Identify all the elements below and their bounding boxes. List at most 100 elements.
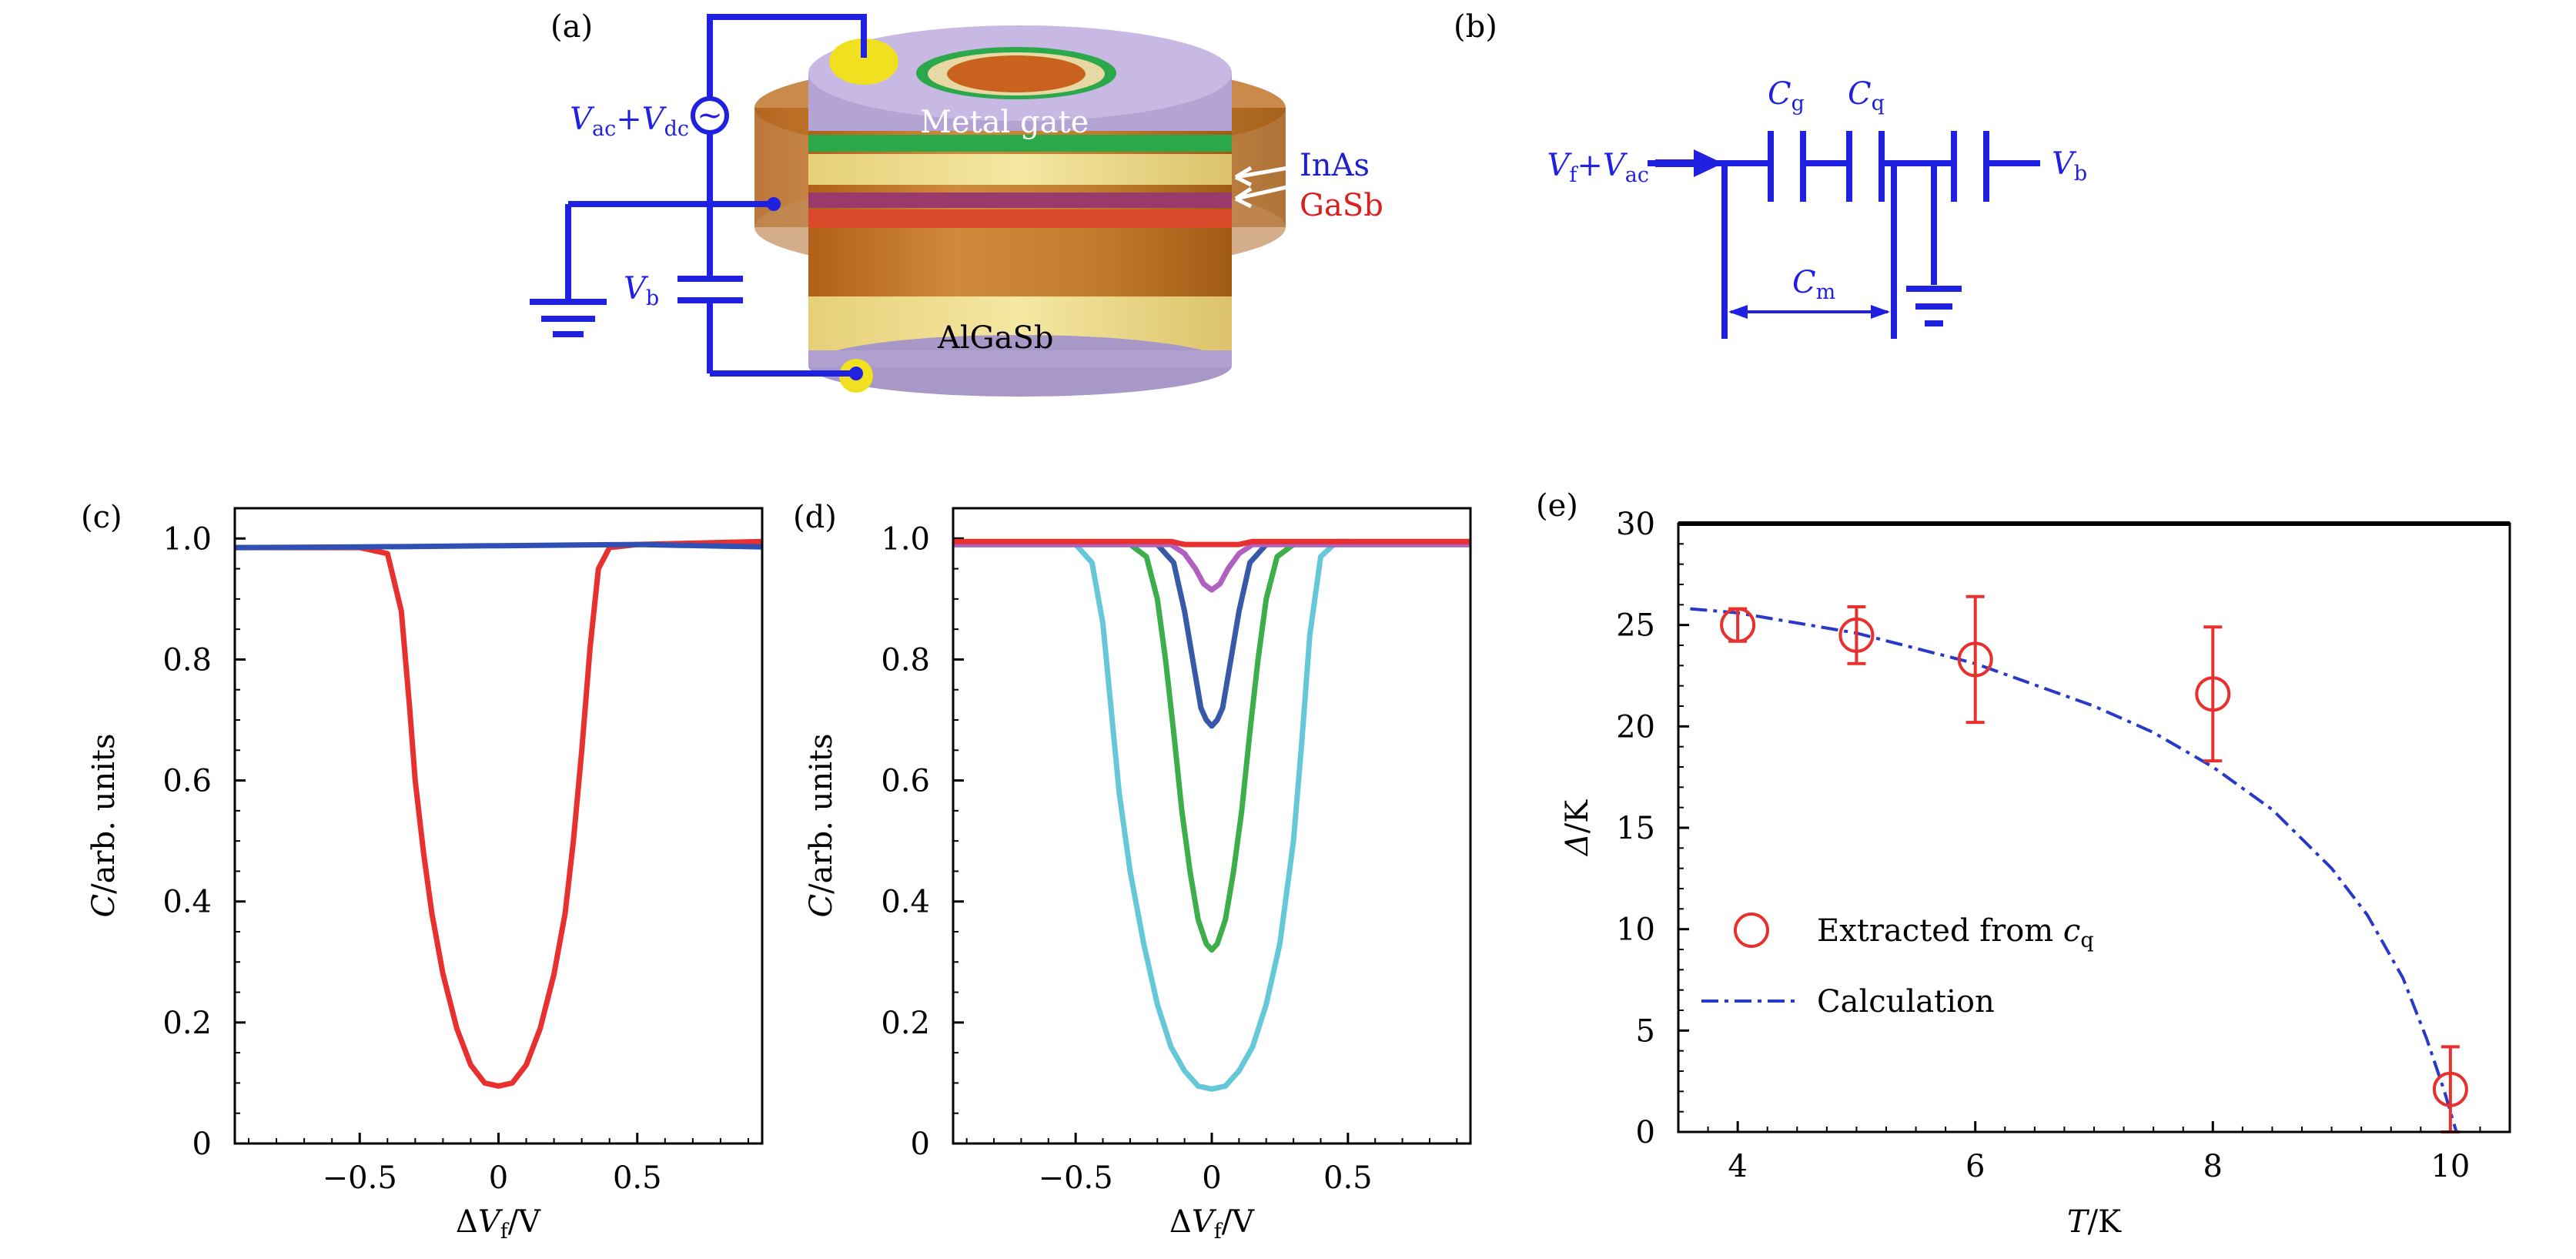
d-ytick-label: 0 bbox=[911, 1127, 930, 1162]
c-ytick-label: 0 bbox=[192, 1127, 212, 1162]
e-ytick-label: 10 bbox=[1616, 912, 1655, 948]
gate-wire-dot bbox=[767, 197, 781, 211]
d-xtick-label: −0.5 bbox=[1039, 1160, 1113, 1196]
output-voltage-label: Vb bbox=[2052, 146, 2087, 186]
d-ytick-label: 0.4 bbox=[881, 885, 930, 920]
d-x-axis-label: ΔVf/V bbox=[1169, 1204, 1255, 1244]
c-y-axis-label: C/arb. units bbox=[86, 733, 122, 917]
panel-b: (b) bbox=[1454, 9, 2087, 339]
bias-voltage-label: Vb bbox=[624, 271, 659, 310]
e-data-point bbox=[1957, 641, 1993, 678]
ground-icon bbox=[530, 299, 607, 337]
e-y-axis-label: Δ/K bbox=[1560, 799, 1595, 857]
e-x-axis-label: T/K bbox=[2067, 1204, 2122, 1240]
ac-source-symbol bbox=[691, 96, 729, 135]
e-xtick-label: 8 bbox=[2203, 1149, 2223, 1184]
d-series-line-1 bbox=[953, 541, 1470, 953]
circuit-ground-icon bbox=[1906, 286, 1962, 326]
c-y-tick-labels: 0 0.2 0.4 0.6 0.8 1.0 bbox=[162, 521, 212, 1162]
e-x-tick-labels: 4 6 8 10 bbox=[1728, 1149, 2470, 1184]
d-y-axis-label: C/arb. units bbox=[804, 733, 839, 917]
d-series-line-0 bbox=[953, 538, 1471, 1092]
cm-dimension-arrow bbox=[1728, 305, 1890, 319]
legend-calculation-label: Calculation bbox=[1817, 984, 1995, 1020]
d-series-line-4 bbox=[953, 538, 1470, 547]
bottom-contact-side bbox=[808, 350, 1232, 367]
circuit-wires bbox=[565, 14, 867, 377]
input-voltage-label: Vf+Vac bbox=[1547, 148, 1649, 187]
c-series-line-0 bbox=[235, 538, 763, 1089]
e-ytick-label: 5 bbox=[1636, 1013, 1655, 1049]
gasb-label: GaSb bbox=[1300, 188, 1383, 223]
d-ytick-label: 0.8 bbox=[881, 642, 930, 678]
layer-arrows bbox=[1234, 164, 1298, 209]
d-ytick-label: 1.0 bbox=[881, 521, 930, 557]
panel-label-e: (e) bbox=[1536, 488, 1578, 524]
panel-label-a: (a) bbox=[550, 9, 593, 45]
d-xtick-label: 0 bbox=[1202, 1160, 1221, 1196]
source-voltage-label: Vac+Vdc bbox=[570, 102, 689, 141]
legend-marker-circle bbox=[1734, 912, 1769, 948]
e-data-point bbox=[2195, 676, 2231, 712]
panel-label-b: (b) bbox=[1454, 9, 1497, 45]
d-series-line-2 bbox=[953, 541, 1470, 729]
c-xtick-label: 0 bbox=[489, 1160, 508, 1196]
e-ytick-label: 25 bbox=[1616, 608, 1655, 644]
e-xtick-label: 4 bbox=[1728, 1149, 1747, 1184]
e-ytick-label: 30 bbox=[1616, 507, 1655, 542]
d-tick-marks bbox=[953, 507, 1458, 1145]
d-ytick-label: 0.2 bbox=[881, 1006, 930, 1041]
center-dot bbox=[947, 55, 1086, 92]
c-xtick-label: −0.5 bbox=[323, 1160, 397, 1196]
capacitor-vb bbox=[1951, 131, 1989, 202]
c-ytick-label: 1.0 bbox=[162, 521, 212, 557]
e-legend: Extracted from cq Calculation bbox=[1701, 912, 2094, 1020]
d-plot-frame bbox=[952, 507, 1472, 1145]
e-y-tick-labels: 0 5 10 15 20 25 30 bbox=[1616, 507, 1655, 1150]
algasb-label: AlGaSb bbox=[937, 320, 1054, 356]
inas-band bbox=[808, 193, 1232, 208]
c-series-line-1 bbox=[234, 541, 763, 551]
c-x-axis-label: ΔVf/V bbox=[456, 1204, 541, 1244]
e-xtick-label: 10 bbox=[2430, 1149, 2470, 1184]
cg-label: Cg bbox=[1768, 76, 1805, 116]
panel-a: (a) Metal gate AlGaSb InAs GaSb bbox=[530, 9, 1383, 397]
cq-label: Cq bbox=[1848, 76, 1885, 116]
upper-tan-band bbox=[808, 154, 1232, 185]
ac-source-tilde: ~ bbox=[697, 98, 723, 133]
e-extracted-points bbox=[1720, 594, 2468, 1133]
gasb-band bbox=[808, 209, 1232, 228]
e-data-point bbox=[1838, 617, 1875, 653]
e-calculation-curve bbox=[1690, 607, 2458, 1133]
metal-gate-label: Metal gate bbox=[920, 105, 1089, 140]
panel-e: (e) 4 6 8 10 0 5 10 15 20 25 30 T/K Δ/K Extracted… bbox=[1536, 488, 2511, 1240]
d-series-line-3 bbox=[953, 541, 1470, 593]
e-ytick-label: 0 bbox=[1636, 1115, 1655, 1150]
c-ytick-label: 0.4 bbox=[162, 885, 212, 920]
c-tick-marks bbox=[235, 507, 749, 1145]
c-ytick-label: 0.6 bbox=[162, 764, 212, 799]
cm-label: Cm bbox=[1792, 265, 1835, 304]
c-ytick-label: 0.2 bbox=[162, 1006, 212, 1041]
input-arrow-icon bbox=[1655, 149, 1723, 177]
bottom-wire-dot bbox=[849, 367, 863, 380]
c-data-lines bbox=[234, 538, 763, 1089]
c-plot-frame bbox=[233, 507, 764, 1145]
e-curve-line bbox=[1690, 607, 2458, 1133]
panel-label-c: (c) bbox=[81, 500, 122, 535]
c-ytick-label: 0.8 bbox=[162, 642, 212, 678]
e-xtick-label: 6 bbox=[1965, 1149, 1985, 1184]
legend-extracted-label: Extracted from cq bbox=[1817, 913, 2094, 953]
capacitor-cq bbox=[1846, 131, 1885, 202]
e-ytick-label: 15 bbox=[1616, 811, 1655, 846]
d-xtick-label: 0.5 bbox=[1323, 1160, 1373, 1196]
e-data-point bbox=[2432, 1071, 2468, 1107]
inas-label: InAs bbox=[1300, 148, 1370, 183]
e-plot-frame bbox=[1677, 522, 2511, 1133]
top-contact bbox=[829, 39, 898, 85]
e-data-point bbox=[1720, 607, 1756, 643]
capacitor-cg bbox=[1768, 131, 1806, 202]
e-ytick-label: 20 bbox=[1616, 709, 1655, 745]
